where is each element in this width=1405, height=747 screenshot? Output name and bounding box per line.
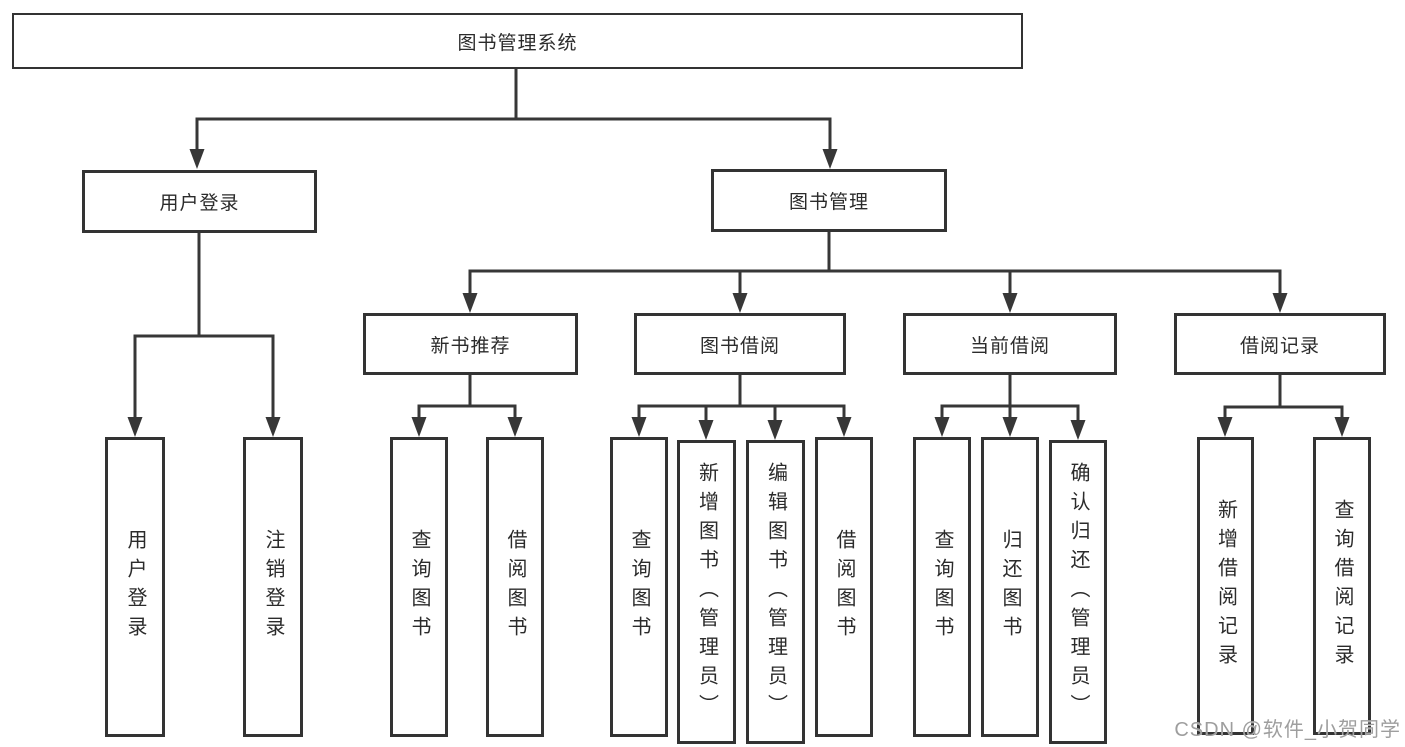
node-label: 借阅记录 xyxy=(1239,335,1320,357)
leaf-label: 查询图书 xyxy=(628,529,650,645)
arrowheads xyxy=(127,149,1350,440)
node-current-borrow: 当前借阅 xyxy=(903,313,1117,375)
leaf-query-books: 查询图书 xyxy=(390,437,448,737)
leaf-label: 借阅图书 xyxy=(833,529,855,645)
node-label: 图书管理 xyxy=(788,192,869,213)
node-new-book-recommend: 新书推荐 xyxy=(363,313,578,375)
leaf-label: 确认归还（管理员） xyxy=(1067,461,1089,723)
leaf-return-books: 归还图书 xyxy=(981,437,1039,737)
leaf-label: 查询借阅记录 xyxy=(1331,499,1353,673)
leaf-label: 查询图书 xyxy=(931,529,953,645)
leaf-label: 借阅图书 xyxy=(504,529,526,645)
leaf-label: 编辑图书（管理员） xyxy=(764,461,787,723)
leaf-confirm-return-admin: 确认归还（管理员） xyxy=(1049,440,1107,744)
node-book-borrow: 图书借阅 xyxy=(634,313,846,375)
leaf-add-book-admin: 新增图书（管理员） xyxy=(677,440,736,744)
node-label: 图书管理系统 xyxy=(457,32,578,54)
csdn-watermark: CSDN @软件_小贺同学 xyxy=(1174,719,1401,741)
leaf-label: 用户登录 xyxy=(124,529,146,645)
leaf-query-books: 查询图书 xyxy=(913,437,971,737)
leaf-label: 归还图书 xyxy=(999,529,1021,645)
node-book-management: 图书管理 xyxy=(711,169,947,232)
leaf-user-login: 用户登录 xyxy=(105,437,165,737)
node-label: 用户登录 xyxy=(159,193,240,214)
leaf-label: 新增借阅记录 xyxy=(1214,499,1237,673)
leaf-borrow-books: 借阅图书 xyxy=(486,437,544,737)
leaf-add-borrow-record: 新增借阅记录 xyxy=(1197,437,1254,735)
leaf-label: 查询图书 xyxy=(408,529,430,645)
leaf-logout: 注销登录 xyxy=(243,437,303,737)
leaf-query-books: 查询图书 xyxy=(610,437,668,737)
leaf-label: 新增图书（管理员） xyxy=(695,461,718,723)
node-label: 新书推荐 xyxy=(430,335,511,357)
node-library-management-system: 图书管理系统 xyxy=(12,13,1023,69)
node-label: 图书借阅 xyxy=(699,335,780,357)
leaf-label: 注销登录 xyxy=(262,529,284,645)
leaf-edit-book-admin: 编辑图书（管理员） xyxy=(746,440,805,744)
leaf-borrow-books: 借阅图书 xyxy=(815,437,873,737)
node-user-login: 用户登录 xyxy=(82,170,317,233)
node-label: 当前借阅 xyxy=(969,335,1050,357)
leaf-query-borrow-record: 查询借阅记录 xyxy=(1313,437,1371,735)
node-borrow-record: 借阅记录 xyxy=(1174,313,1386,375)
